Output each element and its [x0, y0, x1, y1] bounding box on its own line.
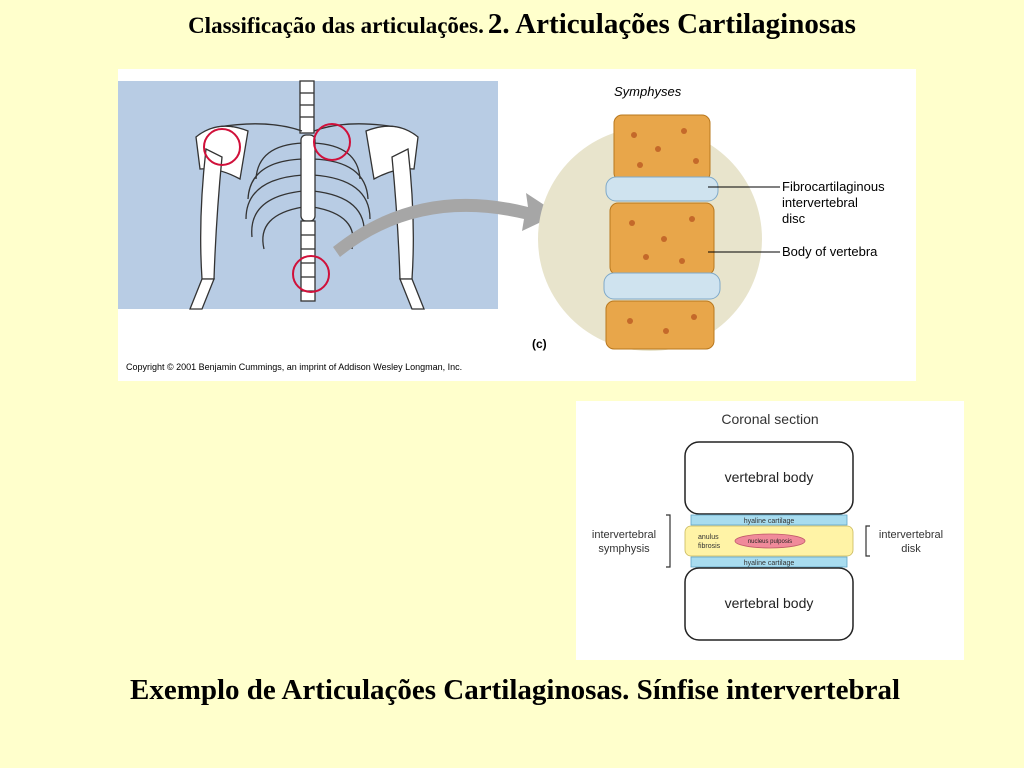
coronal-section-figure: Coronal section vertebral body hyaline c… [576, 401, 964, 660]
bottom-vertebral-body-label: vertebral body [725, 595, 814, 611]
title-prefix: Classificação das articulações. [188, 13, 484, 38]
label-body-of-vertebra: Body of vertebra [782, 244, 878, 259]
left-label-line2: symphysis [598, 543, 650, 555]
copyright-text: Copyright © 2001 Benjamin Cummings, an i… [126, 362, 462, 372]
nucleus-label: nucleus pulposis [748, 539, 792, 545]
left-bracket [666, 514, 671, 568]
label-disc-line3: disc [782, 211, 806, 226]
top-vertebral-body [684, 441, 854, 515]
hyaline-cartilage-top [690, 514, 848, 526]
thorax-skeleton-drawing [189, 80, 425, 310]
hyaline-cartilage-bottom [690, 556, 848, 568]
bottom-vertebral-body [684, 567, 854, 641]
slide-title: Classificação das articulações. 2. Artic… [0, 8, 1024, 41]
right-bracket [865, 525, 870, 557]
coronal-section-diagram: Coronal section vertebral body hyaline c… [592, 411, 943, 641]
hyaline-bottom-label: hyaline cartilage [744, 560, 795, 567]
anulus-label-line2: fibrosis [698, 543, 721, 550]
vertebral-column-closeup [603, 114, 721, 350]
title-main: 2. Articulações Cartilaginosas [487, 8, 856, 40]
right-label-line2: disk [901, 543, 921, 555]
highlight-circle-sternoclavicular [313, 123, 351, 161]
left-label-line1: intervertebral [592, 529, 656, 541]
symphyses-heading: Symphyses [614, 84, 682, 99]
symphyses-illustration: Symphyses Fibrocartilaginous interverteb… [118, 80, 885, 372]
slide-caption: Exemplo de Articulações Cartilaginosas. … [129, 674, 900, 706]
coronal-heading: Coronal section [721, 411, 818, 427]
label-disc-line1: Fibrocartilaginous [782, 179, 885, 194]
magnify-arrow [333, 193, 558, 257]
panel-letter: (c) [532, 337, 547, 351]
highlight-circle-vertebral [292, 255, 330, 293]
symphyses-figure: Symphyses Fibrocartilaginous interverteb… [118, 69, 916, 381]
hyaline-top-label: hyaline cartilage [744, 518, 795, 525]
highlight-circle-shoulder [203, 128, 241, 166]
top-vertebral-body-label: vertebral body [725, 469, 814, 485]
nucleus-pulposis [734, 533, 806, 549]
right-label-line1: intervertebral [879, 529, 943, 541]
anulus-label-line1: anulus [698, 534, 719, 541]
label-disc-line2: intervertebral [782, 195, 858, 210]
